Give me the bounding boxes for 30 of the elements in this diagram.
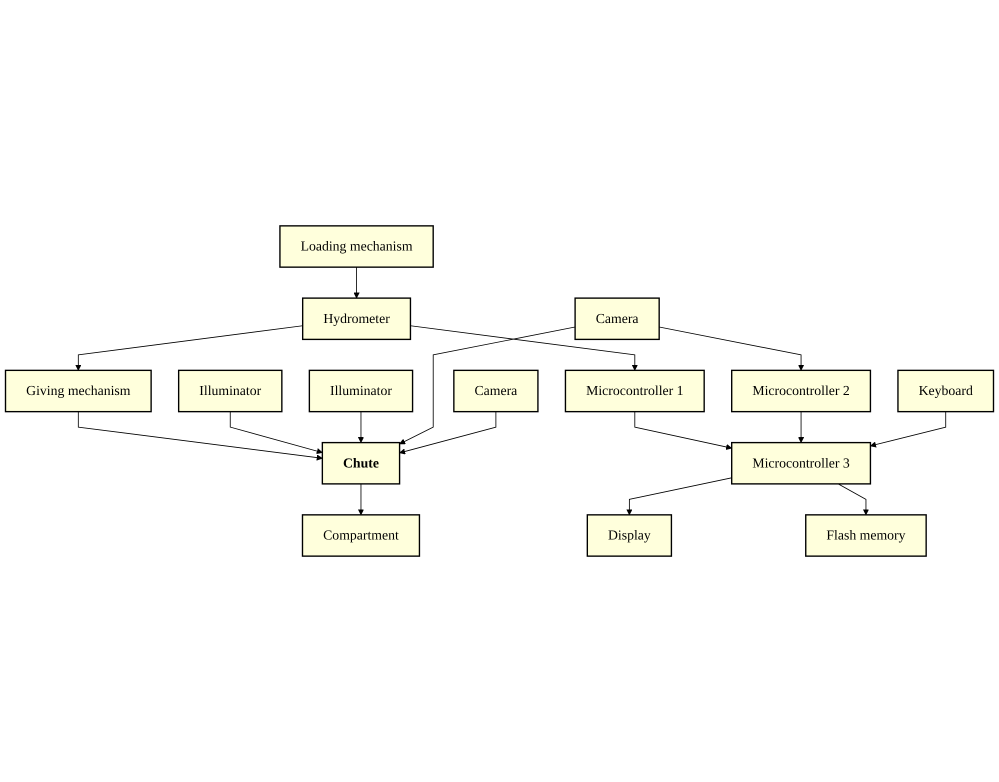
node-box: Camera [453, 370, 539, 412]
node-box: Microcontroller 3 [731, 442, 872, 485]
arrow [354, 266, 360, 298]
node-box: Flash memory [805, 514, 927, 557]
node-box: Microcontroller 1 [564, 370, 705, 412]
arrow [399, 411, 496, 454]
node-box: Chute [322, 442, 400, 485]
node-box: Keyboard [897, 370, 994, 412]
arrow [399, 326, 576, 444]
arrow [75, 325, 304, 371]
node-box: Compartment [302, 514, 420, 557]
arrow [358, 411, 364, 443]
node-box: Display [586, 514, 672, 557]
arrow [626, 477, 732, 516]
arrow [634, 411, 732, 450]
arrow [230, 411, 323, 454]
arrow [798, 411, 804, 443]
node-box: Illuminator [308, 370, 414, 412]
arrow [410, 325, 638, 371]
arrow [358, 483, 364, 516]
node-box: Loading mechanism [279, 225, 434, 268]
node-box: Camera [574, 297, 660, 340]
node-box: Hydrometer [302, 297, 412, 340]
arrow [78, 411, 323, 461]
arrow [658, 326, 804, 371]
node-box: Illuminator [178, 370, 283, 412]
node-box: Giving mechanism [4, 370, 152, 412]
arrow [838, 483, 869, 516]
node-box: Microcontroller 2 [731, 370, 872, 412]
arrow [870, 411, 946, 448]
